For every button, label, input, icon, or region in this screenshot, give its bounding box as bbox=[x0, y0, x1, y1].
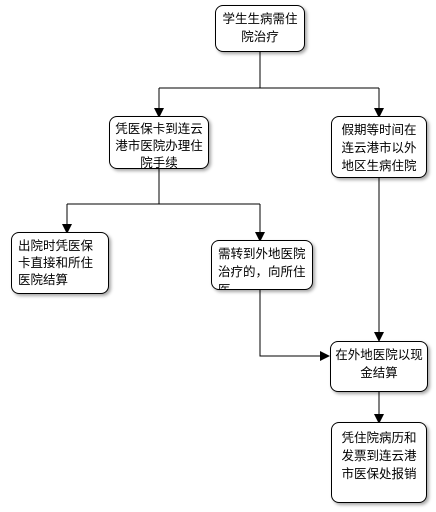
node-start: 学生生病需住院治疗 bbox=[215, 5, 305, 52]
node-discharge-settle: 出院时凭医保卡直接和所住医院结算 bbox=[11, 232, 109, 294]
node-card-hospital: 凭医保卡到连云港市医院办理住院手续 bbox=[109, 116, 209, 169]
edge-transfer-to-cash bbox=[259, 290, 330, 361]
node-reimburse: 凭住院病历和发票到连云港市医保处报销 bbox=[331, 422, 427, 503]
node-transfer: 需转到外地医院治疗的，向所住医 bbox=[211, 240, 313, 290]
node-outside-area: 假期等时间在连云港市以外地区生病住院 bbox=[331, 116, 427, 178]
node-cash-settle: 在外地医院以现金结算 bbox=[330, 341, 428, 392]
